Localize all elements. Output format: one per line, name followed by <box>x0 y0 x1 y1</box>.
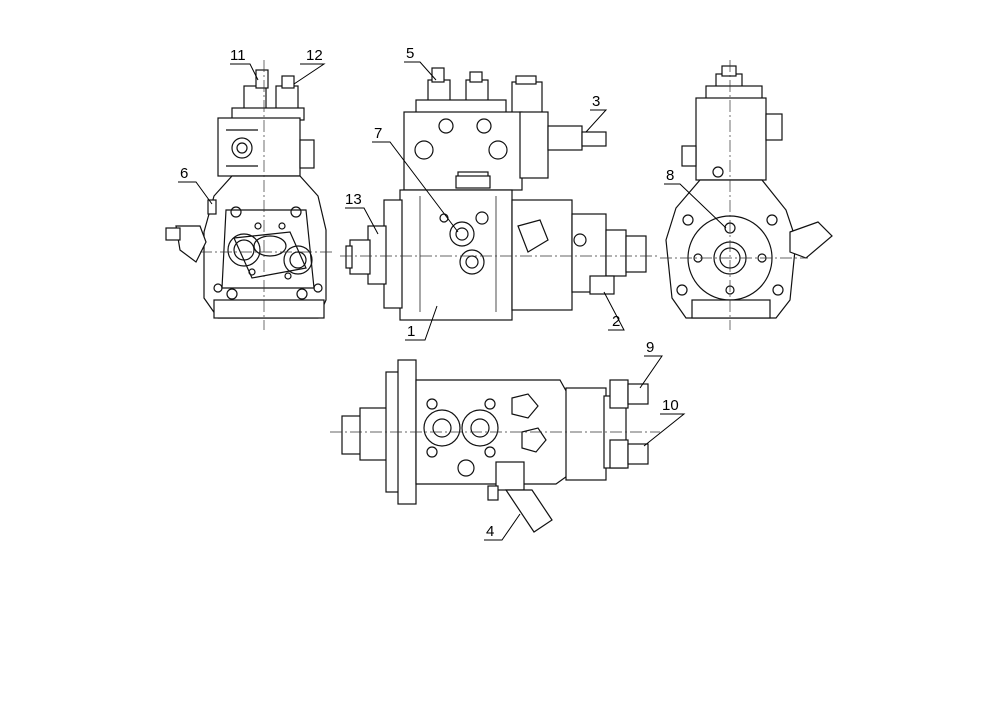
callout-13: 13 <box>345 191 362 208</box>
callout-12: 12 <box>306 47 323 64</box>
bottom-plan-view <box>330 359 660 533</box>
callout-11: 11 <box>230 47 246 64</box>
callout-2: 2 <box>612 313 620 330</box>
left-end-view <box>165 60 332 330</box>
callout-leaders <box>178 61 727 541</box>
callout-9: 9 <box>646 339 654 356</box>
callout-1: 1 <box>407 323 415 340</box>
callout-4: 4 <box>486 523 494 540</box>
right-end-view <box>660 60 833 330</box>
callout-7: 7 <box>374 125 382 142</box>
centre-side-view <box>340 67 660 321</box>
callout-5: 5 <box>406 45 414 62</box>
callout-3: 3 <box>592 93 600 110</box>
callout-8: 8 <box>666 167 674 184</box>
callout-10: 10 <box>662 397 679 414</box>
callout-6: 6 <box>180 165 188 182</box>
callout-labels: 1 2 3 4 5 6 7 8 9 10 11 12 13 <box>180 45 679 540</box>
